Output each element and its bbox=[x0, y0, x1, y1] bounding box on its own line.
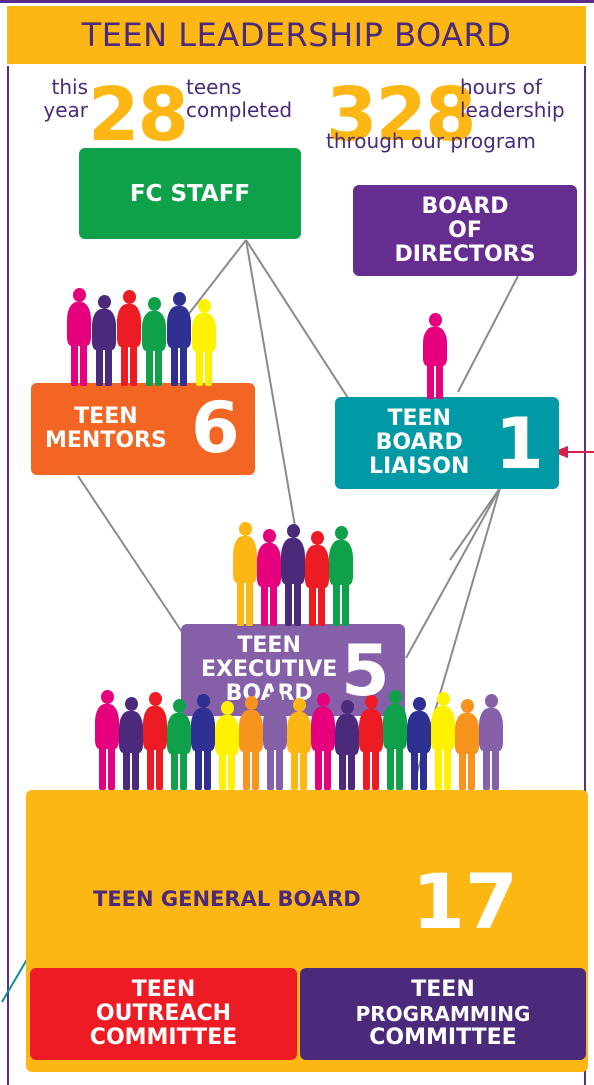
teen-mentors-box: TEEN MENTORS 6 bbox=[31, 383, 255, 475]
person-silhouette bbox=[260, 691, 290, 790]
teen-general-board-count: 17 bbox=[412, 857, 518, 946]
outreach-line-3: COMMITTEE bbox=[89, 1025, 238, 1050]
header-bar: TEEN LEADERSHIP BOARD bbox=[7, 6, 586, 64]
teen-executive-board-count: 5 bbox=[341, 630, 390, 712]
stat-teens: teens bbox=[186, 75, 242, 99]
liaison-line-1: TEEN bbox=[387, 406, 451, 431]
outreach-line-1: TEEN bbox=[131, 977, 196, 1002]
person-silhouette bbox=[254, 529, 284, 626]
person-silhouette bbox=[236, 696, 266, 790]
person-silhouette bbox=[89, 295, 119, 386]
teen-outreach-committee-label: TEEN OUTREACH COMMITTEE bbox=[90, 978, 237, 1050]
programming-line-1: TEEN bbox=[411, 977, 475, 1002]
person-silhouette bbox=[278, 524, 308, 626]
directors-line-2: OF bbox=[448, 217, 482, 243]
person-silhouette bbox=[114, 290, 144, 386]
teen-mentors-count: 6 bbox=[191, 387, 240, 469]
stat-hours-of: hours of bbox=[460, 75, 542, 99]
person-silhouette bbox=[284, 698, 314, 790]
line-directors-to-liaison bbox=[457, 275, 519, 393]
executive-line-1: TEEN bbox=[237, 633, 301, 658]
executive-line-2: EXECUTIVE bbox=[201, 657, 338, 682]
stat-through-program: through our program bbox=[326, 129, 536, 153]
directors-line-3: DIRECTORS bbox=[394, 241, 536, 267]
top-rule bbox=[0, 0, 594, 3]
outreach-line-2: OUTREACH bbox=[95, 1001, 232, 1026]
person-silhouette bbox=[212, 701, 242, 790]
person-silhouette bbox=[116, 697, 146, 790]
teen-outreach-committee-box: TEEN OUTREACH COMMITTEE bbox=[30, 968, 297, 1060]
line-staff-to-executive bbox=[245, 239, 297, 533]
person-silhouette bbox=[332, 700, 362, 790]
person-silhouette bbox=[188, 694, 218, 790]
person-silhouette bbox=[428, 692, 458, 790]
teen-mentors-label: TEEN MENTORS bbox=[45, 405, 167, 453]
mentors-line-1: TEEN bbox=[74, 404, 138, 429]
page-title: TEEN LEADERSHIP BOARD bbox=[81, 16, 512, 54]
line-liaison-to-executive-group bbox=[449, 487, 501, 561]
liaison-line-3: LIAISON bbox=[369, 454, 470, 479]
person-silhouette bbox=[326, 526, 356, 626]
board-of-directors-box: BOARD OF DIRECTORS bbox=[353, 185, 577, 276]
directors-line-1: BOARD bbox=[421, 193, 509, 219]
line-mentors-to-executive bbox=[77, 475, 183, 633]
person-silhouette bbox=[139, 297, 169, 386]
person-silhouette bbox=[380, 690, 410, 790]
person-silhouette bbox=[164, 699, 194, 790]
stat-this: this bbox=[51, 75, 89, 99]
stat-hours-of-leadership: hours of leadership bbox=[460, 76, 565, 122]
person-silhouette bbox=[356, 695, 386, 790]
programming-line-3: COMMITTEE bbox=[369, 1025, 517, 1050]
teen-board-liaison-label: TEEN BOARD LIAISON bbox=[369, 407, 469, 479]
person-silhouette bbox=[230, 522, 260, 626]
teen-programming-committee-label: TEEN PROGRAMMING COMMITTEE bbox=[356, 978, 531, 1050]
line-staff-to-liaison bbox=[245, 239, 349, 399]
liaison-line-2: BOARD bbox=[375, 430, 463, 455]
person-silhouette bbox=[140, 692, 170, 790]
person-silhouette bbox=[404, 697, 434, 790]
line-staff-to-mentors bbox=[183, 239, 247, 321]
person-silhouette bbox=[92, 690, 122, 790]
frame-left-border bbox=[7, 66, 9, 1085]
person-silhouette bbox=[452, 699, 482, 790]
stat-completed: completed bbox=[186, 98, 293, 122]
frame-right-border bbox=[584, 66, 586, 1085]
arrow-right-red bbox=[552, 446, 594, 458]
fc-staff-box: FC STAFF bbox=[79, 148, 301, 239]
stat-teens-completed: teens completed bbox=[186, 76, 292, 122]
stat-this-year: this year bbox=[38, 76, 88, 122]
teen-board-liaison-count: 1 bbox=[495, 403, 544, 485]
person-silhouette bbox=[164, 292, 194, 386]
person-silhouette bbox=[64, 288, 94, 386]
teen-programming-committee-box: TEEN PROGRAMMING COMMITTEE bbox=[300, 968, 586, 1060]
programming-line-2: PROGRAMMING bbox=[355, 1002, 531, 1026]
person-silhouette bbox=[476, 694, 506, 790]
person-silhouette bbox=[189, 299, 219, 386]
board-of-directors-label: BOARD OF DIRECTORS bbox=[394, 193, 536, 267]
stat-leadership: leadership bbox=[460, 98, 565, 122]
person-silhouette bbox=[420, 313, 450, 399]
teen-general-board-label: TEEN GENERAL BOARD bbox=[93, 887, 361, 911]
line-liaison-to-executive bbox=[405, 487, 501, 659]
person-silhouette bbox=[308, 693, 338, 790]
person-silhouette bbox=[302, 531, 332, 626]
stat-year: year bbox=[43, 98, 88, 122]
teen-board-liaison-box: TEEN BOARD LIAISON 1 bbox=[335, 397, 559, 489]
hours-count: 328 bbox=[326, 72, 476, 158]
mentors-line-2: MENTORS bbox=[45, 428, 167, 453]
fc-staff-label: FC STAFF bbox=[129, 180, 251, 207]
teens-count: 28 bbox=[88, 72, 189, 158]
